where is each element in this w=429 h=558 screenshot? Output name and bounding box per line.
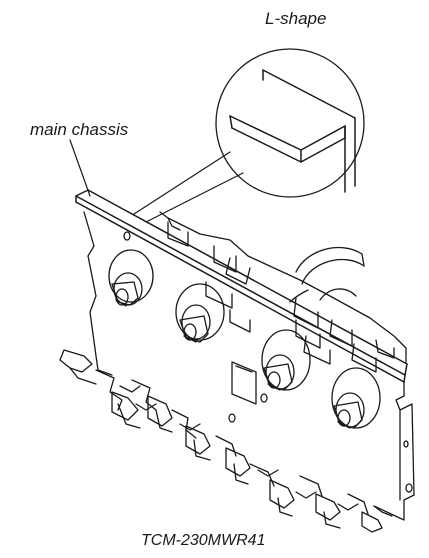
leader-line-1	[134, 152, 230, 214]
mount-hole	[229, 414, 235, 422]
reel-unit-4	[332, 368, 380, 428]
l-shape-label: L-shape	[265, 9, 327, 28]
square-component	[232, 362, 256, 404]
bottom-tabs	[60, 350, 392, 532]
model-code-label: TCM-230MWR41	[141, 532, 266, 549]
mount-hole	[261, 394, 267, 402]
magnifier-circle	[216, 49, 364, 197]
reel-unit-3	[262, 330, 310, 390]
drive-belt	[290, 248, 364, 302]
chassis-frame	[84, 212, 414, 520]
main-chassis-label: main chassis	[30, 120, 129, 139]
main-chassis-leader	[70, 140, 90, 196]
l-shape-profile	[230, 70, 355, 192]
magnifier-detail	[134, 49, 364, 222]
head-blocks	[168, 222, 394, 372]
reel-unit-1	[109, 232, 153, 306]
bracket-details	[120, 386, 358, 510]
main-chassis-rail	[76, 190, 407, 382]
reel-unit-2	[176, 284, 224, 342]
